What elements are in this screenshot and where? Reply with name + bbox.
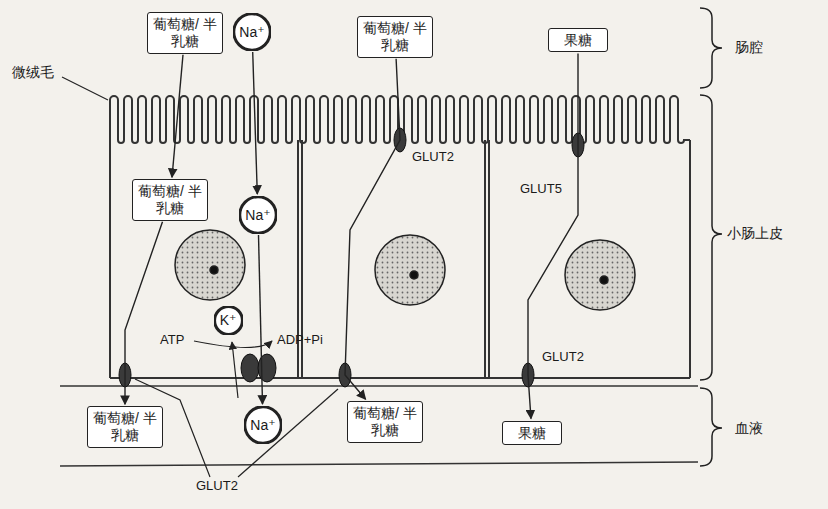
sugar-box: 葡萄糖/ 半乳糖 (147, 12, 223, 54)
transporters (119, 128, 584, 387)
molecule-label: ADP+Pi (277, 333, 323, 348)
transporter-label: GLUT2 (196, 479, 238, 494)
region-label: 血液 (735, 420, 763, 436)
node-text: 葡萄糖/ 半乳糖 (153, 16, 217, 50)
node-text: Na⁺ (250, 417, 275, 433)
node-text: Na⁺ (245, 207, 270, 223)
node-text: 果糖 (554, 32, 602, 49)
node-text: Na⁺ (239, 24, 264, 40)
sugar-box: 葡萄糖/ 半乳糖 (347, 401, 423, 443)
sugar-box: 果糖 (548, 28, 608, 53)
node-text: 葡萄糖/ 半乳糖 (138, 183, 202, 217)
node-text: 葡萄糖/ 半乳糖 (353, 405, 417, 439)
node-text: 葡萄糖/ 半乳糖 (93, 410, 157, 444)
transport-arrow (172, 55, 183, 177)
node-text: K⁺ (220, 312, 237, 328)
molecule-label: ATP (160, 333, 184, 348)
region-label: 小肠上皮 (727, 225, 783, 241)
ion-circle: Na⁺ (244, 406, 282, 444)
region-label: 肠腔 (735, 39, 763, 55)
sugar-box: 葡萄糖/ 半乳糖 (357, 16, 433, 58)
transporter-label: GLUT2 (542, 350, 584, 365)
ion-circle: Na⁺ (239, 196, 277, 234)
transport-arrow (259, 235, 263, 404)
transport-arrow (345, 59, 400, 399)
node-text: 葡萄糖/ 半乳糖 (363, 20, 427, 54)
ion-circle: K⁺ (214, 306, 243, 335)
cell-walls (110, 140, 690, 378)
leader-lines (62, 77, 338, 477)
transport-arrow (253, 52, 258, 194)
basement-lines (60, 386, 698, 466)
transport-arrow (125, 222, 163, 404)
ion-circle: Na⁺ (233, 13, 271, 51)
node-text: 果糖 (508, 425, 556, 442)
brackets (700, 8, 722, 466)
sugar-box: 果糖 (502, 421, 562, 446)
sugar-box: 葡萄糖/ 半乳糖 (87, 406, 163, 448)
sugar-box: 葡萄糖/ 半乳糖 (132, 179, 208, 221)
transporter-label: GLUT2 (412, 150, 454, 165)
part-label: 微绒毛 (12, 64, 54, 80)
nuclei (175, 230, 635, 310)
transporter-label: GLUT5 (520, 182, 562, 197)
